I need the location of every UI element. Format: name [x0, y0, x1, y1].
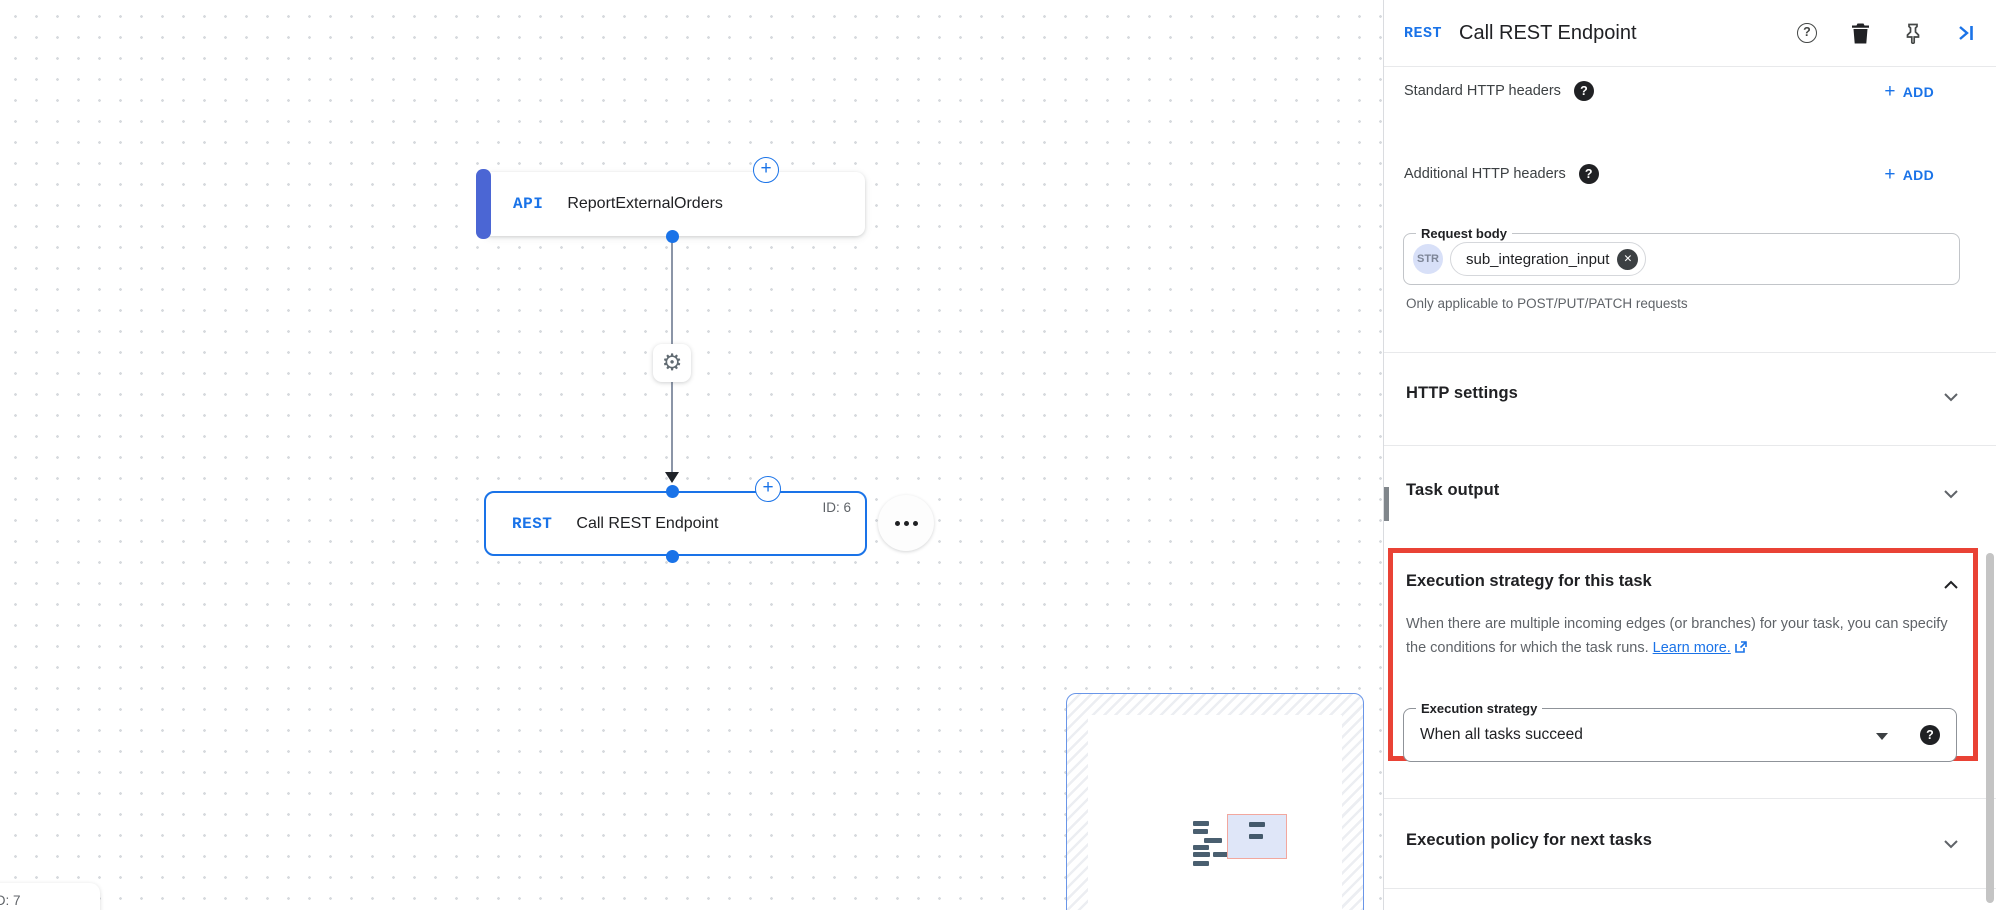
section-title: Task output	[1406, 481, 1500, 499]
chevron-down-icon	[1944, 490, 1958, 499]
add-standard-header-button[interactable]: + ADD	[1884, 81, 1934, 102]
request-body-field[interactable]: Request body STR sub_integration_input ✕	[1403, 225, 1960, 285]
add-edge-button[interactable]: +	[753, 157, 779, 183]
canvas-minimap[interactable]	[1066, 693, 1364, 910]
rest-badge: REST	[512, 514, 553, 533]
more-icon	[894, 520, 918, 526]
plus-icon: +	[1884, 81, 1896, 102]
execution-strategy-select[interactable]: Execution strategy When all tasks succee…	[1403, 700, 1957, 762]
section-title: Execution policy for next tasks	[1406, 831, 1653, 849]
trigger-accent-bar	[476, 169, 491, 239]
section-title: HTTP settings	[1406, 384, 1518, 402]
pin-icon	[1906, 23, 1920, 44]
minimap-node	[1193, 845, 1209, 850]
input-port-dot[interactable]	[666, 485, 679, 498]
execution-strategy-section-title[interactable]: Execution strategy for this task	[1406, 572, 1652, 590]
standard-http-headers-label: Standard HTTP headers ?	[1404, 81, 1594, 101]
minimap-node	[1204, 838, 1222, 843]
output-port-dot[interactable]	[666, 550, 679, 563]
chevron-up-icon	[1944, 580, 1958, 589]
execution-strategy-value: When all tasks succeed	[1420, 726, 1583, 743]
panel-scroll-grip[interactable]	[1384, 487, 1389, 521]
panel-header: REST Call REST Endpoint	[1384, 0, 1996, 66]
execution-strategy-label: Execution strategy	[1416, 700, 1543, 717]
node-title: Call REST Endpoint	[576, 514, 719, 532]
gear-icon: ⚙	[661, 349, 683, 376]
chevron-down-icon	[1944, 840, 1958, 849]
request-body-helper: Only applicable to POST/PUT/PATCH reques…	[1406, 296, 1688, 311]
edge-config-button[interactable]: ⚙	[653, 344, 691, 382]
add-additional-header-button[interactable]: + ADD	[1884, 164, 1934, 185]
dropdown-caret-icon	[1876, 733, 1888, 740]
rest-badge: REST	[1404, 24, 1443, 42]
minimap-node	[1249, 822, 1265, 827]
node-partial[interactable]: ID: 7	[0, 883, 100, 910]
section-task-output[interactable]: Task output	[1384, 481, 1996, 521]
minimap-node	[1193, 852, 1210, 857]
node-title: ReportExternalOrders	[567, 195, 723, 212]
variable-chip[interactable]: sub_integration_input ✕	[1450, 242, 1647, 276]
string-type-chip: STR	[1413, 244, 1443, 274]
node-call-rest-endpoint[interactable]: REST Call REST Endpoint ID: 6	[484, 491, 867, 556]
plus-icon: +	[1884, 164, 1896, 185]
help-filled-icon[interactable]: ?	[1573, 81, 1594, 101]
panel-title: Call REST Endpoint	[1459, 21, 1637, 44]
node-id-label: ID: 6	[822, 500, 851, 515]
add-edge-button[interactable]: +	[755, 476, 781, 502]
minimap-node	[1193, 821, 1209, 826]
minimap-area	[1088, 715, 1342, 910]
output-port-dot[interactable]	[666, 230, 679, 243]
section-execution-policy[interactable]: Execution policy for next tasks	[1384, 831, 1996, 871]
help-button[interactable]: ?	[1797, 23, 1817, 43]
chevron-down-icon	[1944, 393, 1958, 402]
workflow-canvas[interactable]: API ReportExternalOrders + ⚙ REST Call R…	[0, 0, 1384, 910]
help-filled-icon[interactable]: ?	[1578, 164, 1599, 184]
pin-panel-button[interactable]	[1903, 23, 1923, 44]
node-id-label: ID: 7	[0, 893, 21, 908]
section-http-settings[interactable]: HTTP settings	[1384, 384, 1996, 424]
additional-http-headers-label: Additional HTTP headers ?	[1404, 164, 1599, 184]
trash-icon	[1851, 23, 1869, 43]
minimap-node	[1249, 834, 1263, 839]
variable-chip-label: sub_integration_input	[1466, 250, 1610, 268]
help-outline-icon: ?	[1797, 23, 1817, 43]
request-body-label: Request body	[1416, 225, 1512, 242]
task-config-panel: REST Call REST Endpoint ?	[1384, 0, 1996, 910]
api-badge: API	[513, 195, 544, 213]
collapse-panel-button[interactable]	[1956, 23, 1976, 43]
remove-variable-icon[interactable]: ✕	[1617, 248, 1639, 270]
delete-task-button[interactable]	[1850, 23, 1870, 43]
external-link-icon	[1735, 641, 1747, 653]
collapse-right-icon	[1959, 26, 1973, 40]
minimap-node	[1193, 829, 1208, 834]
node-more-menu-button[interactable]	[878, 495, 934, 551]
minimap-node	[1213, 852, 1229, 857]
minimap-viewport[interactable]	[1227, 814, 1287, 859]
edge-arrowhead-icon	[665, 472, 679, 483]
minimap-node	[1193, 861, 1209, 866]
node-report-external-orders[interactable]: API ReportExternalOrders	[476, 169, 865, 239]
help-filled-icon[interactable]: ?	[1920, 725, 1940, 745]
execution-strategy-description: When there are multiple incoming edges (…	[1406, 616, 1948, 656]
panel-scrollbar[interactable]	[1986, 553, 1994, 903]
learn-more-link[interactable]: Learn more.	[1652, 640, 1731, 656]
